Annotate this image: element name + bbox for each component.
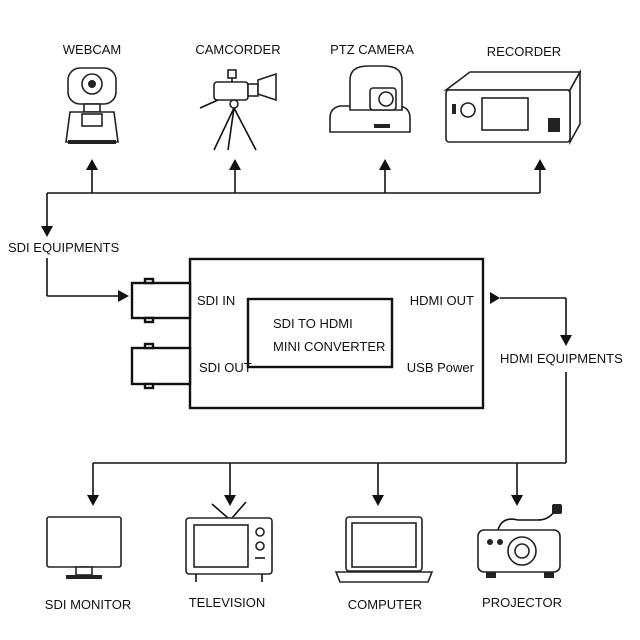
webcam-icon xyxy=(65,67,119,144)
output-label-computer: COMPUTER xyxy=(348,597,422,612)
source-label-webcam: WEBCAM xyxy=(63,42,122,57)
source-label-recorder: RECORDER xyxy=(487,44,561,59)
port-sdi-in: SDI IN xyxy=(197,293,235,308)
sdi-out-connector xyxy=(130,346,192,386)
monitor-icon xyxy=(46,516,122,579)
sdi-bus-lines xyxy=(41,159,546,302)
port-sdi-out: SDI OUT xyxy=(199,360,252,375)
sdi-equipments-label: SDI EQUIPMENTS xyxy=(8,240,120,255)
ptz-camera-icon xyxy=(329,65,411,133)
hdmi-equipments-label: HDMI EQUIPMENTS xyxy=(500,351,623,366)
projector-icon xyxy=(477,504,562,578)
source-label-ptz-camera: PTZ CAMERA xyxy=(330,42,414,57)
output-label-television: TELEVISION xyxy=(189,595,266,610)
output-label-sdi-monitor: SDI MONITOR xyxy=(45,597,131,612)
recorder-icon xyxy=(443,68,582,146)
sdi-in-connector xyxy=(130,281,192,320)
source-label-camcorder: CAMCORDER xyxy=(195,42,280,57)
laptop-icon xyxy=(334,516,434,583)
converter-box xyxy=(130,257,485,410)
camcorder-icon xyxy=(199,69,277,151)
port-usb-power: USB Power xyxy=(407,360,475,375)
converter-title-line2: MINI CONVERTER xyxy=(273,339,385,354)
television-icon xyxy=(185,501,273,582)
port-hdmi-out: HDMI OUT xyxy=(410,293,474,308)
converter-title-line1: SDI TO HDMI xyxy=(273,316,353,331)
hdmi-bus-lines xyxy=(87,292,572,506)
output-label-projector: PROJECTOR xyxy=(482,595,562,610)
